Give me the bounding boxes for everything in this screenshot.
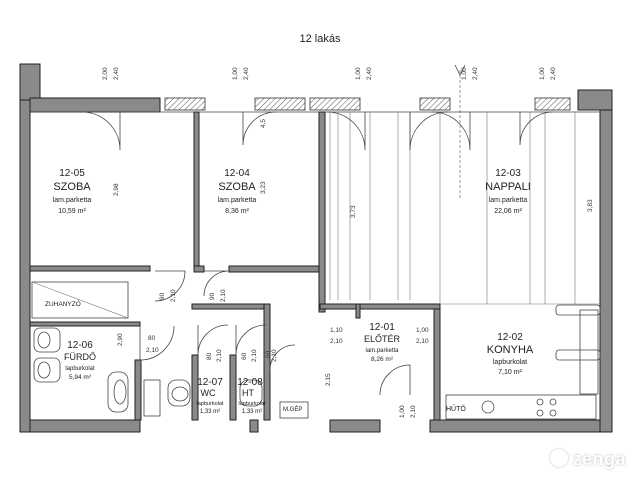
dim-label: 2,40 bbox=[366, 67, 373, 80]
dim-label: 2,10 bbox=[170, 289, 177, 302]
dim-label: 2,00 bbox=[102, 67, 109, 80]
interior-walls bbox=[29, 111, 441, 421]
dim-label: 2,10 bbox=[410, 405, 417, 418]
dim-label: 2,15 bbox=[325, 373, 332, 386]
room-12-02: 12-02 KONYHA lapburkolat 7,10 m² bbox=[487, 332, 534, 376]
room-area: 8,26 m² bbox=[371, 356, 394, 363]
dim-label: 60 bbox=[241, 352, 248, 360]
dim-label: 1,00 bbox=[416, 327, 429, 334]
dim-label: 90 bbox=[159, 292, 166, 300]
room-area: 7,10 m² bbox=[498, 369, 522, 376]
room-area: 5,94 m² bbox=[69, 374, 92, 381]
dim-label: 2,10 bbox=[216, 349, 223, 362]
room-id: 12-02 bbox=[497, 332, 523, 343]
dim-label: 3,83 bbox=[587, 199, 594, 212]
room-name: NAPPALI bbox=[485, 181, 531, 193]
dim-label: 2,90 bbox=[117, 333, 124, 346]
shower-label: ZUHANYZÓ bbox=[45, 299, 81, 308]
room-12-05: 12-05 SZOBA lam.parketta 10,59 m² bbox=[53, 168, 92, 215]
room-name: SZOBA bbox=[53, 181, 91, 193]
dim-label: 2,10 bbox=[416, 338, 429, 345]
dim-label: 1,10 bbox=[330, 327, 343, 334]
dimension-labels: 2,00 2,40 1,00 2,40 1,00 2,40 1,00 2,40 … bbox=[102, 67, 594, 418]
room-area: 10,59 m² bbox=[58, 208, 86, 215]
fridge-label: HŰTŐ bbox=[446, 404, 466, 413]
dim-label: 2,40 bbox=[243, 67, 250, 80]
dim-label: 2,10 bbox=[146, 347, 159, 354]
room-floor: lam.parketta bbox=[218, 197, 257, 204]
outer-walls bbox=[19, 63, 613, 433]
room-area: 22,06 m² bbox=[494, 208, 522, 215]
dim-label: 80 bbox=[206, 352, 213, 360]
fixtures bbox=[31, 281, 601, 420]
room-name: WC bbox=[201, 388, 216, 398]
room-name: KONYHA bbox=[487, 344, 534, 356]
room-floor: lam.parketta bbox=[53, 197, 92, 204]
dim-label: 1,00 bbox=[355, 67, 362, 80]
dim-label: 90 bbox=[209, 292, 216, 300]
room-floor: lapburkolat bbox=[493, 359, 527, 366]
dim-label: 1,00 bbox=[461, 67, 468, 80]
room-floor: lapburkolat bbox=[65, 366, 95, 372]
dim-label: 1,00 bbox=[232, 67, 239, 80]
room-id: 12-01 bbox=[369, 322, 395, 333]
dim-label: 2,10 bbox=[251, 349, 258, 362]
room-id: 12-06 bbox=[67, 340, 93, 351]
windows-top bbox=[30, 97, 600, 113]
zenga-watermark: zenga bbox=[550, 449, 626, 470]
dim-label: 1,00 bbox=[399, 405, 406, 418]
room-id: 12-07 bbox=[197, 377, 223, 388]
dim-label: 2,40 bbox=[472, 67, 479, 80]
doors bbox=[81, 111, 554, 396]
room-name: HT bbox=[242, 388, 254, 398]
room-12-03: 12-03 NAPPALI lam.parketta 22,06 m² bbox=[485, 168, 531, 215]
dim-label: 3,23 bbox=[260, 181, 267, 194]
dim-label: 60 bbox=[265, 350, 272, 358]
dim-label: 3,73 bbox=[350, 205, 357, 218]
room-floor: lapburkolat bbox=[239, 401, 266, 407]
plan-title: 12 lakás bbox=[300, 33, 341, 45]
zenga-watermark-text: zenga bbox=[572, 449, 626, 469]
dim-label: 2,40 bbox=[550, 67, 557, 80]
dim-label: 4,5 bbox=[260, 119, 267, 128]
room-name: SZOBA bbox=[218, 181, 256, 193]
room-floor: lam.parketta bbox=[489, 197, 528, 204]
room-12-08: 12-08 HT lapburkolat 1,33 m² bbox=[237, 377, 266, 415]
room-12-01: 12-01 ELŐTÉR lam.parketta 8,26 m² bbox=[364, 322, 401, 363]
room-floor: lapburkolat bbox=[197, 401, 224, 407]
dim-label: 80 bbox=[148, 335, 156, 342]
room-area: 1,33 m² bbox=[242, 409, 262, 415]
machine-label: M.GÉP bbox=[283, 406, 302, 413]
room-id: 12-08 bbox=[237, 377, 263, 388]
room-name: ELŐTÉR bbox=[364, 334, 401, 344]
room-12-04: 12-04 SZOBA lam.parketta 8,36 m² bbox=[218, 168, 257, 215]
dim-label: 1,00 bbox=[539, 67, 546, 80]
dim-label: 2,10 bbox=[330, 338, 343, 345]
room-id: 12-05 bbox=[59, 168, 85, 179]
dim-label: 2,40 bbox=[113, 67, 120, 80]
zenga-logo-icon bbox=[550, 449, 569, 467]
room-floor: lam.parketta bbox=[365, 348, 399, 354]
dim-label: 2,98 bbox=[113, 183, 120, 196]
room-area: 8,36 m² bbox=[225, 208, 249, 215]
nappali-glazing bbox=[329, 64, 576, 304]
dim-label: 2,10 bbox=[220, 289, 227, 302]
room-12-07: 12-07 WC lapburkolat 1,33 m² bbox=[197, 377, 224, 415]
room-12-06: 12-06 FÜRDŐ lapburkolat 5,94 m² bbox=[64, 340, 96, 381]
dim-label: 2,10 bbox=[271, 349, 278, 362]
room-name: FÜRDŐ bbox=[64, 352, 96, 362]
room-area: 1,33 m² bbox=[200, 409, 220, 415]
room-id: 12-03 bbox=[495, 168, 521, 179]
room-id: 12-04 bbox=[224, 168, 250, 179]
